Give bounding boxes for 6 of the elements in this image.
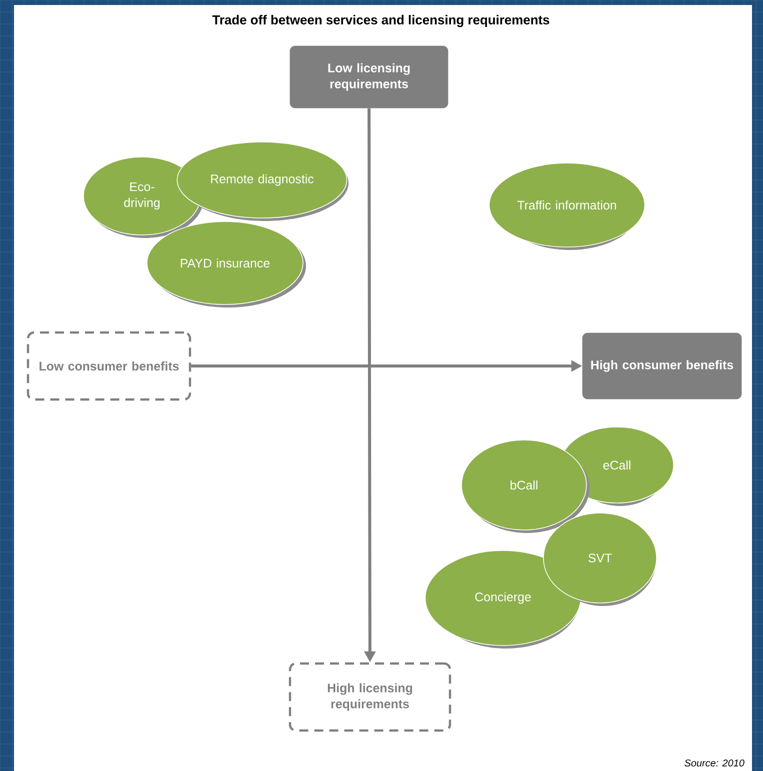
- source-note: Source: 2010: [684, 759, 744, 767]
- label-box: High consumer benefits: [582, 332, 742, 400]
- label-box: Low licensing requirements: [290, 46, 448, 108]
- dashed-label-box: Low consumer benefits: [26, 331, 192, 401]
- chart-title: Trade off between services and licensing requirements: [212, 14, 550, 28]
- dashed-label-box: High licensing requirements: [288, 662, 452, 732]
